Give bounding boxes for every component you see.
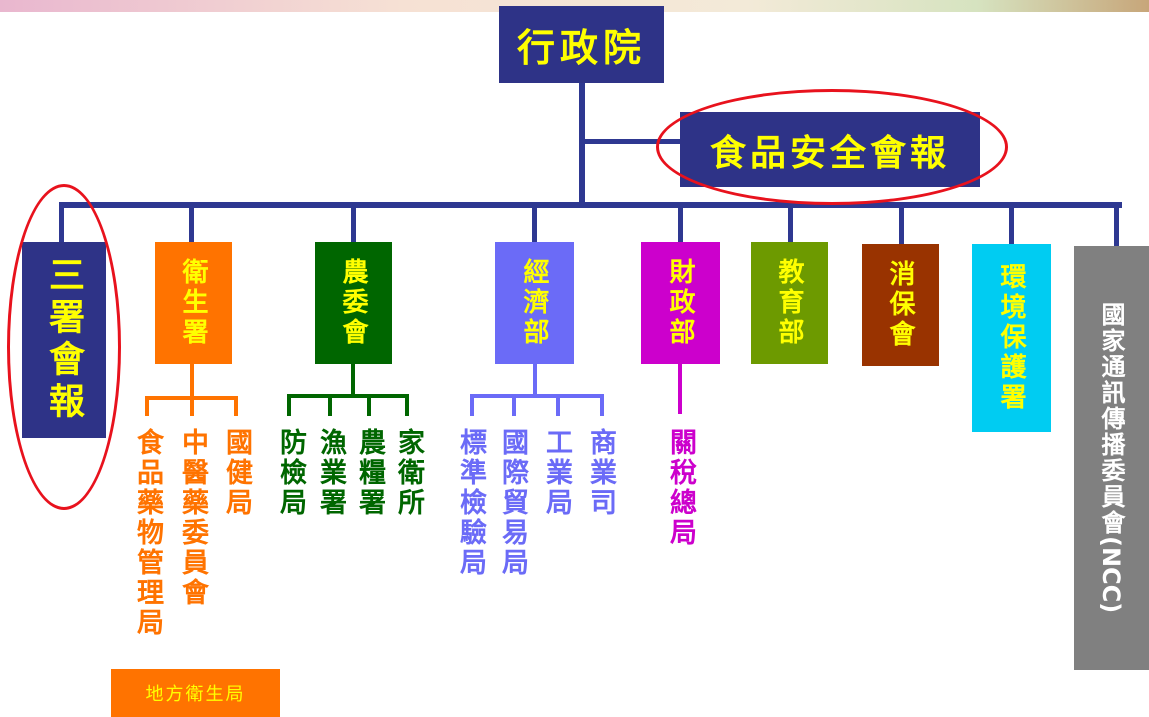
connector-main-bus xyxy=(59,202,1122,208)
node-local-health-bureau-label: 地方衛生局 xyxy=(145,684,246,705)
connector-econ-tick-4 xyxy=(600,394,604,416)
connector-agri-tick-3 xyxy=(367,394,371,416)
connector-drop-finance xyxy=(678,204,683,244)
node-standards-inspection-bureau: 標準檢驗局 xyxy=(455,428,486,578)
node-foreign-trade-bureau: 國際貿易局 xyxy=(497,428,528,578)
node-chinese-medicine-committee: 中醫藥委員會 xyxy=(177,428,208,608)
node-ncc-abbr: (NCC) xyxy=(1097,536,1125,614)
node-economic-affairs: 經濟部 xyxy=(495,242,574,364)
connector-econ-tick-3 xyxy=(556,394,560,416)
node-environment-protection: 環境保護署 xyxy=(972,244,1051,432)
highlight-oval-triple-agency xyxy=(7,184,121,510)
highlight-oval-council xyxy=(656,89,1008,205)
connector-agri-stem xyxy=(351,364,355,398)
node-health-dept: 衛生署 xyxy=(155,242,232,364)
node-commerce-department: 商業司 xyxy=(585,428,616,518)
node-consumer-protection: 消保會 xyxy=(862,244,939,366)
connector-health-tick-2 xyxy=(190,396,194,416)
connector-drop-ncc xyxy=(1114,204,1119,248)
connector-health-stem xyxy=(190,364,194,398)
connector-health-tick-3 xyxy=(234,396,238,416)
connector-drop-edu xyxy=(788,204,793,244)
connector-drop-env xyxy=(1009,204,1014,244)
connector-drop-health xyxy=(189,204,194,244)
node-ncc-label: 國家通訊傳播委員會(NCC) xyxy=(1097,302,1126,614)
node-quarantine-bureau: 防檢局 xyxy=(275,428,306,518)
node-finance: 財政部 xyxy=(641,242,720,364)
node-customs-administration: 關稅總局 xyxy=(665,428,696,548)
connector-drop-econ xyxy=(532,204,537,244)
node-health-dept-label: 衛生署 xyxy=(178,258,208,348)
node-fda: 食品藥物管理局 xyxy=(132,428,163,638)
connector-econ-bar xyxy=(470,394,604,398)
node-ncc: 國家通訊傳播委員會(NCC) xyxy=(1074,246,1149,670)
connector-council xyxy=(582,139,680,144)
node-environment-protection-label: 環境保護署 xyxy=(996,263,1026,413)
node-executive-yuan: 行政院 xyxy=(499,6,664,83)
node-fisheries-agency: 漁業署 xyxy=(315,428,346,518)
connector-drop-consumer xyxy=(899,204,904,244)
node-agriculture-council: 農委會 xyxy=(315,242,392,364)
connector-agri-tick-2 xyxy=(328,394,332,416)
node-agri-food-agency: 農糧署 xyxy=(354,428,385,518)
connector-health-tick-1 xyxy=(145,396,149,416)
node-executive-yuan-label: 行政院 xyxy=(516,25,646,70)
connector-econ-stem xyxy=(533,364,537,397)
connector-agri-bar xyxy=(287,394,409,398)
connector-agri-tick-1 xyxy=(287,394,291,416)
connector-econ-tick-2 xyxy=(512,394,516,416)
node-health-promotion-bureau: 國健局 xyxy=(221,428,252,518)
connector-drop-agri xyxy=(351,204,356,244)
node-finance-label: 財政部 xyxy=(665,258,695,348)
node-agriculture-council-label: 農委會 xyxy=(338,258,368,348)
node-economic-affairs-label: 經濟部 xyxy=(519,258,549,348)
connector-econ-tick-1 xyxy=(470,394,474,416)
node-consumer-protection-label: 消保會 xyxy=(885,260,915,350)
connector-agri-tick-4 xyxy=(405,394,409,416)
node-livestock-research-institute: 家衛所 xyxy=(393,428,424,518)
connector-finance-stem xyxy=(678,364,682,414)
node-education-label: 教育部 xyxy=(774,258,804,348)
node-industrial-bureau: 工業局 xyxy=(541,428,572,518)
node-local-health-bureau: 地方衛生局 xyxy=(111,669,280,717)
node-education: 教育部 xyxy=(751,242,828,364)
